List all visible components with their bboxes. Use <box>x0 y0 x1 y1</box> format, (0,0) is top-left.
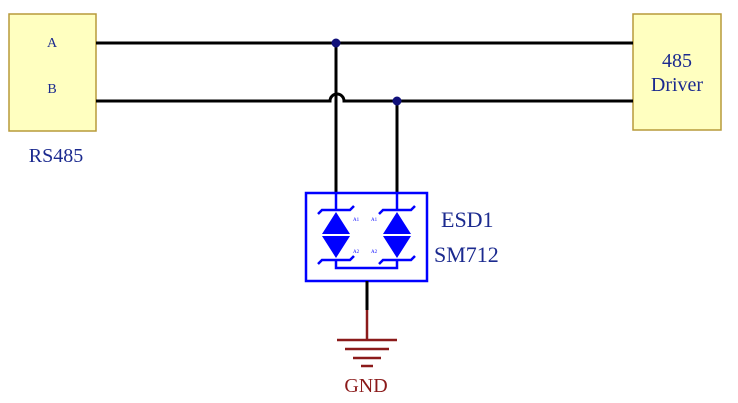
rs485-label: RS485 <box>29 145 83 167</box>
esd-pin-label: A2 <box>353 250 360 255</box>
junction-a <box>331 38 341 48</box>
rs485-connector: A B <box>8 13 97 132</box>
esd-pin-label: A1 <box>371 218 378 223</box>
bus-wires <box>96 41 633 193</box>
tvs-diode-right <box>378 205 416 265</box>
esd-part-number: SM712 <box>434 242 499 267</box>
ground-symbol <box>337 281 397 368</box>
driver-block: 485 Driver <box>632 13 722 131</box>
tvs-diode-left <box>317 205 355 265</box>
tvs-right-upper-bar <box>378 205 416 215</box>
tvs-left-upper <box>322 212 350 234</box>
tvs-left-lower-bar <box>317 255 355 265</box>
driver-label-line1: 485 <box>662 50 692 72</box>
junction-b <box>392 96 402 106</box>
tvs-right-upper <box>383 212 411 234</box>
rs485-pin-a-label: A <box>47 36 58 51</box>
esd-pin-label: A1 <box>353 218 360 223</box>
rs485-block-body <box>8 13 97 132</box>
esd-pin-label: A2 <box>371 250 378 255</box>
tvs-right-lower-bar <box>378 255 416 265</box>
driver-label-line2: Driver <box>651 74 704 96</box>
ground-label: GND <box>344 375 387 397</box>
rs485-pin-b-label: B <box>47 82 56 97</box>
esd-designator: ESD1 <box>441 207 494 232</box>
driver-block-body <box>632 13 722 131</box>
tvs-left-lower <box>322 236 350 258</box>
tvs-right-lower <box>383 236 411 258</box>
wire-b <box>96 92 633 103</box>
esd-component: A1 A2 A1 A2 <box>304 191 429 283</box>
tvs-left-upper-bar <box>317 205 355 215</box>
esd-internal-common <box>334 259 399 270</box>
